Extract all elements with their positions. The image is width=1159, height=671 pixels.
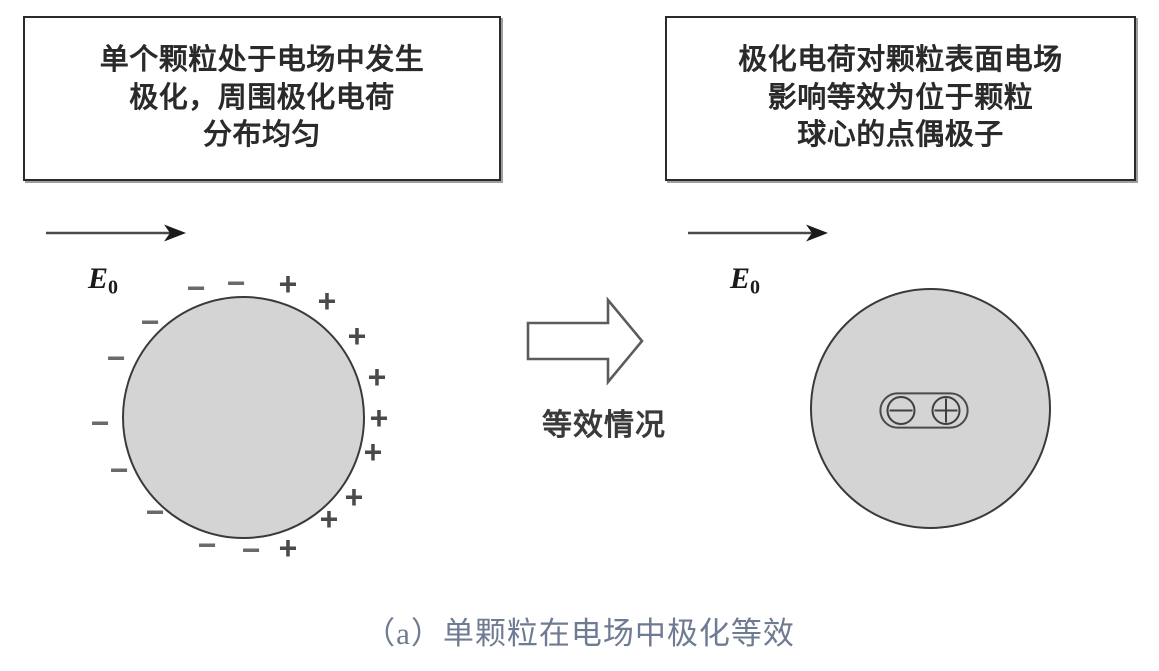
surface-charge-positive: + <box>363 434 383 470</box>
surface-charge-negative: − <box>241 532 261 568</box>
equivalence-arrow-icon <box>520 295 646 387</box>
surface-charge-negative: − <box>109 452 129 488</box>
surface-charge-negative: − <box>186 270 206 306</box>
surface-charge-positive: + <box>344 479 364 515</box>
surface-charge-positive: + <box>319 501 339 537</box>
field-label-e0-left: E0 <box>88 262 118 300</box>
left-annotation-box: 单个颗粒处于电场中发生 极化，周围极化电荷 分布均匀 <box>23 16 501 181</box>
surface-charge-negative: − <box>197 527 217 563</box>
field-symbol-left: E <box>88 262 109 295</box>
field-subscript-left: 0 <box>108 276 119 299</box>
surface-charge-positive: + <box>317 283 337 319</box>
surface-charge-negative: − <box>90 405 110 441</box>
equivalence-label: 等效情况 <box>542 409 666 442</box>
surface-charge-negative: − <box>145 494 165 530</box>
surface-charge-positive: + <box>278 530 298 566</box>
right-annotation-box: 极化电荷对颗粒表面电场 影响等效为位于颗粒 球心的点偶极子 <box>665 16 1136 181</box>
field-label-e0-right: E0 <box>730 262 760 300</box>
surface-charge-positive: + <box>367 359 387 395</box>
electric-field-arrow-left <box>46 222 186 244</box>
surface-charge-negative: − <box>226 265 246 301</box>
surface-charge-positive: + <box>347 318 367 354</box>
surface-charge-negative: − <box>106 340 126 376</box>
surface-charge-positive: + <box>369 400 389 436</box>
field-symbol-right: E <box>730 262 751 295</box>
electric-field-arrow-right <box>688 222 828 244</box>
right-annotation-text: 极化电荷对颗粒表面电场 影响等效为位于颗粒 球心的点偶极子 <box>738 43 1063 152</box>
surface-charge-positive: + <box>278 266 298 302</box>
field-subscript-right: 0 <box>750 276 761 299</box>
polarized-particle <box>122 296 365 539</box>
surface-charge-negative: − <box>140 304 160 340</box>
left-annotation-text: 单个颗粒处于电场中发生 极化，周围极化电荷 分布均匀 <box>99 43 425 152</box>
point-dipole-icon <box>879 392 969 429</box>
figure-caption: （a）单颗粒在电场中极化等效 <box>364 616 795 651</box>
